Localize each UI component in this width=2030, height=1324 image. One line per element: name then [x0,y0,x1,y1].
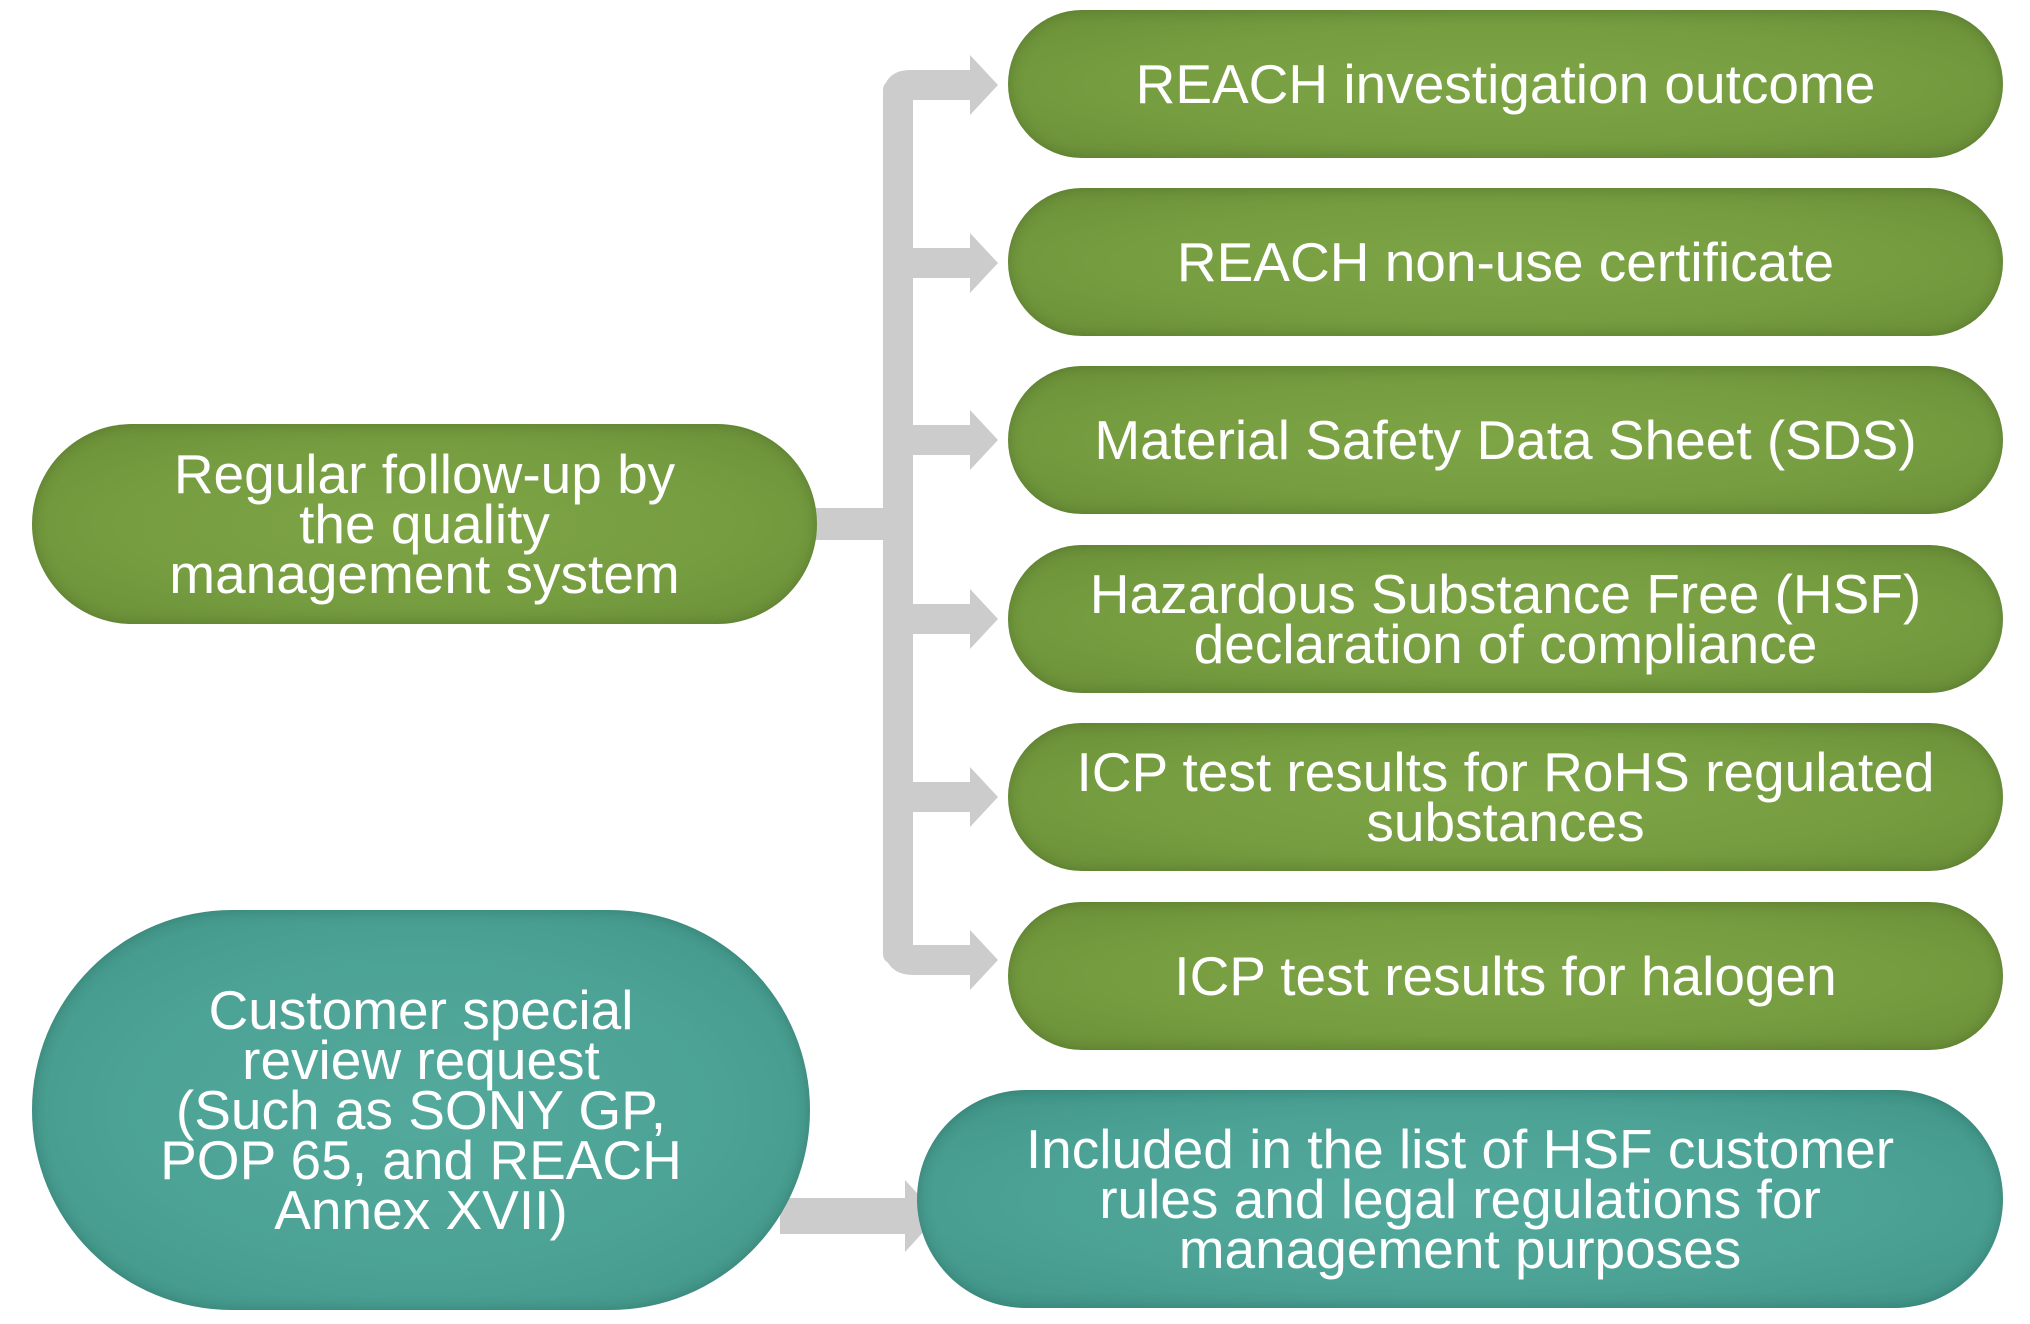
customer-request-label: Customer special review request (Such as… [160,979,682,1241]
customer-arrow [780,1180,938,1252]
output-label: REACH non-use certificate [1176,231,1835,293]
customer-request-node: Customer special review request (Such as… [32,910,810,1310]
customer-output-label: Included in the list of HSF customer rul… [1025,1118,1895,1280]
branch-arrow-5 [900,767,998,827]
branch-arrow-6 [883,930,998,990]
output-hsf-declaration: Hazardous Substance Free (HSF) declarati… [1008,545,2003,693]
branch-arrow-1 [883,55,998,115]
output-label: ICP test results for RoHS regulated subs… [1076,741,1935,853]
quality-management-label: Regular follow-up by the quality managem… [169,443,680,605]
branch-arrow-2 [900,233,998,293]
quality-management-node: Regular follow-up by the quality managem… [32,424,817,624]
branch-arrow-3 [900,410,998,470]
output-reach-non-use: REACH non-use certificate [1008,188,2003,336]
output-label: Hazardous Substance Free (HSF) declarati… [1089,563,1922,675]
output-reach-investigation: REACH investigation outcome [1008,10,2003,158]
branch-arrow-4 [900,589,998,649]
output-icp-rohs: ICP test results for RoHS regulated subs… [1008,723,2003,871]
customer-output-node: Included in the list of HSF customer rul… [917,1090,2003,1308]
output-icp-halogen: ICP test results for halogen [1008,902,2003,1050]
output-label: Material Safety Data Sheet (SDS) [1094,409,1917,471]
output-sds: Material Safety Data Sheet (SDS) [1008,366,2003,514]
connector-stub [815,508,883,540]
output-label: REACH investigation outcome [1135,53,1876,115]
output-label: ICP test results for halogen [1174,945,1837,1007]
connector-trunk-bar [883,90,913,954]
